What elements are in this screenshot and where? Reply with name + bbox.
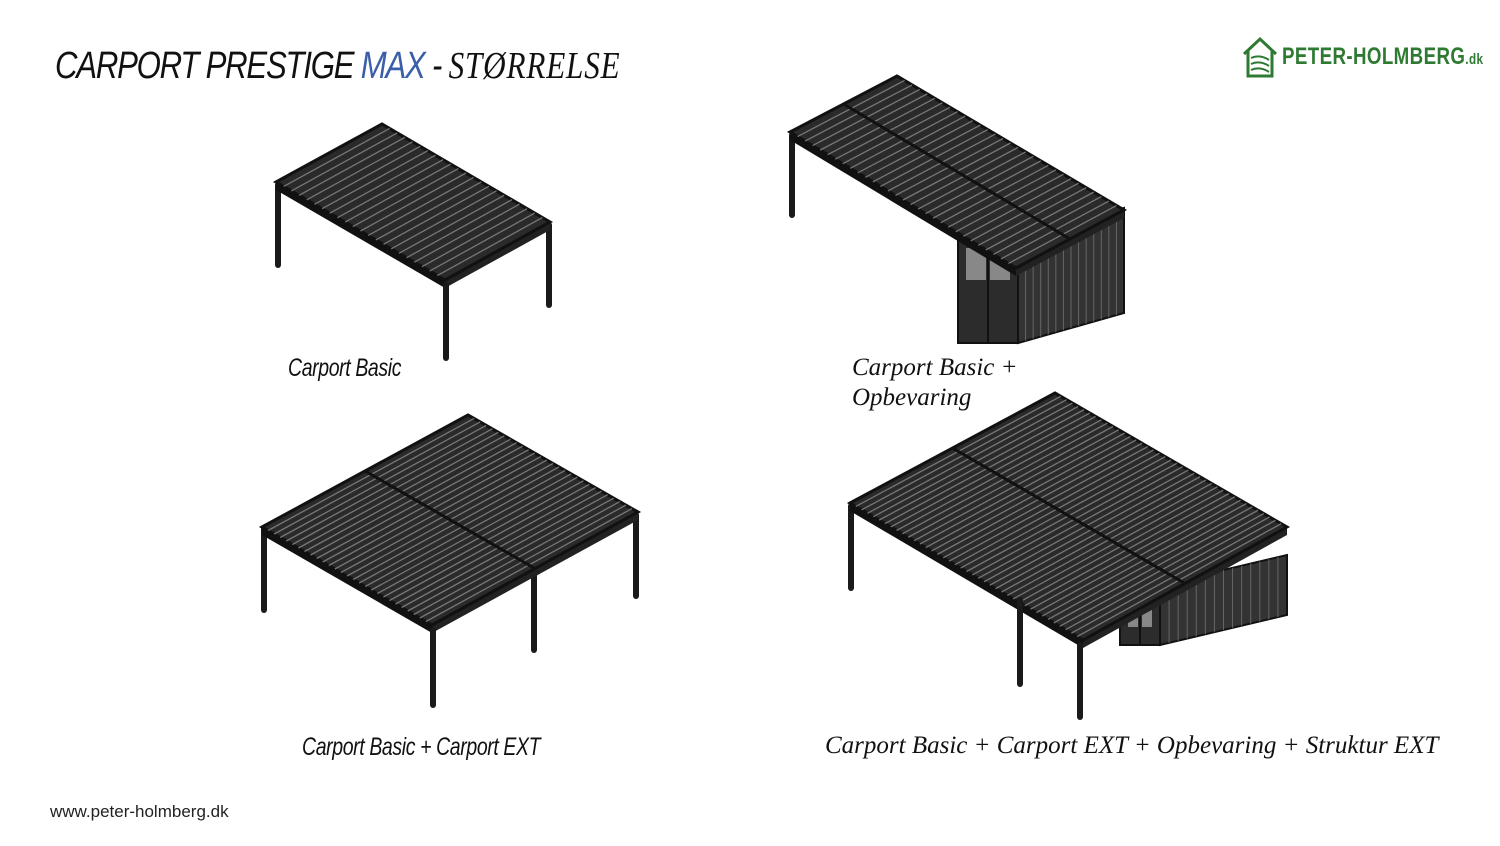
roof-slat (383, 185, 490, 245)
roof-slat (421, 208, 528, 268)
page-title: CARPORT PRESTIGE MAX - STØRRELSE (55, 44, 620, 88)
label-carport-basic-opbevaring: Carport Basic +Opbevaring (852, 354, 1018, 411)
roof-slat (413, 203, 520, 263)
roof (846, 391, 1291, 648)
roof-edge (1083, 527, 1287, 648)
roof-slat (437, 216, 543, 277)
label-carport-full: Carport Basic + Carport EXT + Opbevaring… (825, 732, 1439, 759)
roof-slat (344, 163, 452, 223)
logo-text: PETER-HOLMBERG.dk (1282, 43, 1484, 70)
roof-joint (951, 446, 1186, 585)
roof-joint (364, 469, 536, 570)
roof-edge (432, 512, 638, 633)
roof-slat (375, 181, 482, 241)
logo: PETER-HOLMBERG.dk (1242, 36, 1500, 78)
title-accent: MAX (360, 45, 426, 87)
roof-slat (360, 172, 467, 232)
roof-slat (298, 136, 406, 196)
roof-slat (314, 145, 421, 205)
roof-slat (367, 176, 474, 237)
roof-slat (321, 150, 429, 210)
roof-slat (291, 132, 398, 192)
roof-slat (306, 141, 413, 201)
roof (258, 413, 642, 633)
roof-slat (337, 159, 444, 219)
label-carport-basic: Carport Basic (288, 354, 402, 382)
roof-slat (398, 194, 505, 254)
door-window (966, 248, 986, 280)
roof-edge (262, 527, 432, 633)
roof-edge (850, 503, 1083, 648)
roof-slat (283, 127, 390, 188)
label-carport-basic-ext: Carport Basic + Carport EXT (302, 733, 541, 761)
roof-slat (329, 154, 436, 214)
title-subtitle: STØRRELSE (448, 45, 621, 87)
roof (786, 74, 1128, 276)
footer-url: www.peter-holmberg.dk (50, 802, 229, 821)
roof (272, 122, 554, 288)
title-dash: - (424, 45, 449, 87)
roof-joint (842, 102, 1071, 241)
house-icon (1242, 36, 1278, 78)
roof-edge (445, 222, 550, 288)
roof-slat (406, 199, 513, 259)
roof-slat (352, 167, 459, 228)
roof-slat (429, 212, 536, 272)
roof-edge (1016, 210, 1124, 276)
title-main: CARPORT PRESTIGE (55, 45, 361, 87)
roof-slat (390, 190, 497, 250)
roof-edge (276, 182, 445, 288)
roof-edge (790, 132, 1016, 276)
